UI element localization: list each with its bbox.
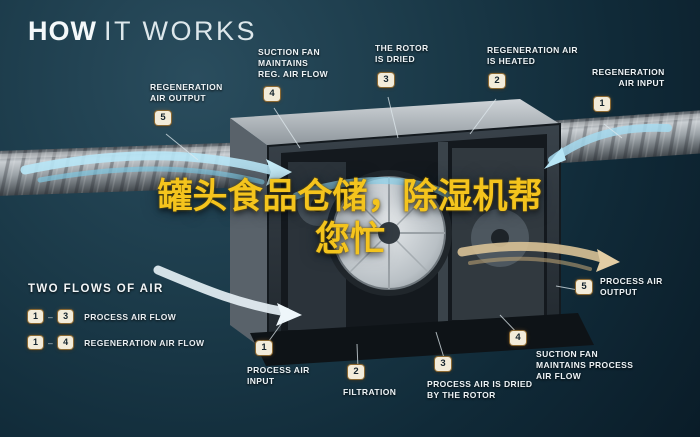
callout-label: PROCESS AIR INPUT xyxy=(247,365,310,387)
step-badge: 4 xyxy=(510,331,526,345)
step-badge: 1 xyxy=(28,336,43,349)
step-badge: 3 xyxy=(378,73,394,88)
callout-regeneration-air-input: REGENERATION AIR INPUT 1 xyxy=(592,67,665,112)
step-badge: 2 xyxy=(348,365,364,379)
range-dash: – xyxy=(48,311,54,322)
machine-cabinet xyxy=(230,99,594,366)
legend-item-process-air: 1 – 3 PROCESS AIR FLOW xyxy=(28,310,204,323)
legend-label: REGENERATION AIR FLOW xyxy=(84,337,205,348)
overlay-headline: 罐头食品仓储，除湿机帮 您忙 xyxy=(0,176,700,261)
title-how: HOW xyxy=(28,16,97,46)
callout-process-air-output: 5 PROCESS AIR OUTPUT xyxy=(576,276,663,298)
callout-label: PROCESS AIR OUTPUT xyxy=(600,276,663,298)
step-badge: 3 xyxy=(58,310,74,323)
step-badge: 1 xyxy=(594,97,610,112)
callout-label: SUCTION FAN MAINTAINS REG. AIR FLOW xyxy=(258,47,329,80)
callout-rotor-is-dried: THE ROTOR IS DRIED 3 xyxy=(375,43,429,88)
callout-label: SUCTION FAN MAINTAINS PROCESS AIR FLOW xyxy=(536,349,634,382)
rotor xyxy=(326,170,452,296)
step-badge: 2 xyxy=(489,74,505,89)
step-badge: 3 xyxy=(435,357,451,371)
legend: TWO FLOWS OF AIR 1 – 3 PROCESS AIR FLOW … xyxy=(28,283,204,362)
callout-regeneration-air-output: REGENERATION AIR OUTPUT 5 xyxy=(150,82,223,126)
right-duct xyxy=(538,109,700,165)
callout-suction-fan-reg: SUCTION FAN MAINTAINS REG. AIR FLOW 4 xyxy=(258,47,329,102)
callout-label: FILTRATION xyxy=(343,387,397,397)
callout-process-air-dried: 3 PROCESS AIR IS DRIED BY THE ROTOR xyxy=(427,357,532,401)
overlay-line-1: 罐头食品仓储，除湿机帮 xyxy=(157,177,543,216)
callout-label: REGENERATION AIR INPUT xyxy=(592,67,665,89)
callout-label: REGENERATION AIR IS HEATED xyxy=(487,45,578,67)
legend-label: PROCESS AIR FLOW xyxy=(84,311,177,322)
callout-label: REGENERATION AIR OUTPUT xyxy=(150,82,223,104)
callout-filtration: 2 FILTRATION xyxy=(343,365,396,398)
air-flow-arrows xyxy=(20,123,672,326)
step-badge: 4 xyxy=(58,336,74,349)
range-dash: – xyxy=(48,337,54,348)
callout-suction-fan-process: 4 SUCTION FAN MAINTAINS PROCESS AIR FLOW xyxy=(510,331,633,382)
callout-process-air-input: 1 PROCESS AIR INPUT xyxy=(247,341,310,387)
legend-item-regeneration-air: 1 – 4 REGENERATION AIR FLOW xyxy=(28,336,204,349)
callout-regeneration-air-heated: REGENERATION AIR IS HEATED 2 xyxy=(487,45,578,89)
step-badge: 4 xyxy=(264,87,280,102)
step-badge: 1 xyxy=(256,341,272,355)
step-badge: 5 xyxy=(576,280,592,295)
callout-label: THE ROTOR IS DRIED xyxy=(375,43,429,65)
overlay-line-2: 您忙 xyxy=(314,219,385,259)
callout-label: PROCESS AIR IS DRIED BY THE ROTOR xyxy=(427,379,533,401)
leader-lines xyxy=(165,96,623,370)
step-badge: 5 xyxy=(155,111,171,126)
step-badge: 1 xyxy=(28,310,43,323)
legend-heading: TWO FLOWS OF AIR xyxy=(28,283,164,295)
title-it-works: IT WORKS xyxy=(103,16,257,46)
